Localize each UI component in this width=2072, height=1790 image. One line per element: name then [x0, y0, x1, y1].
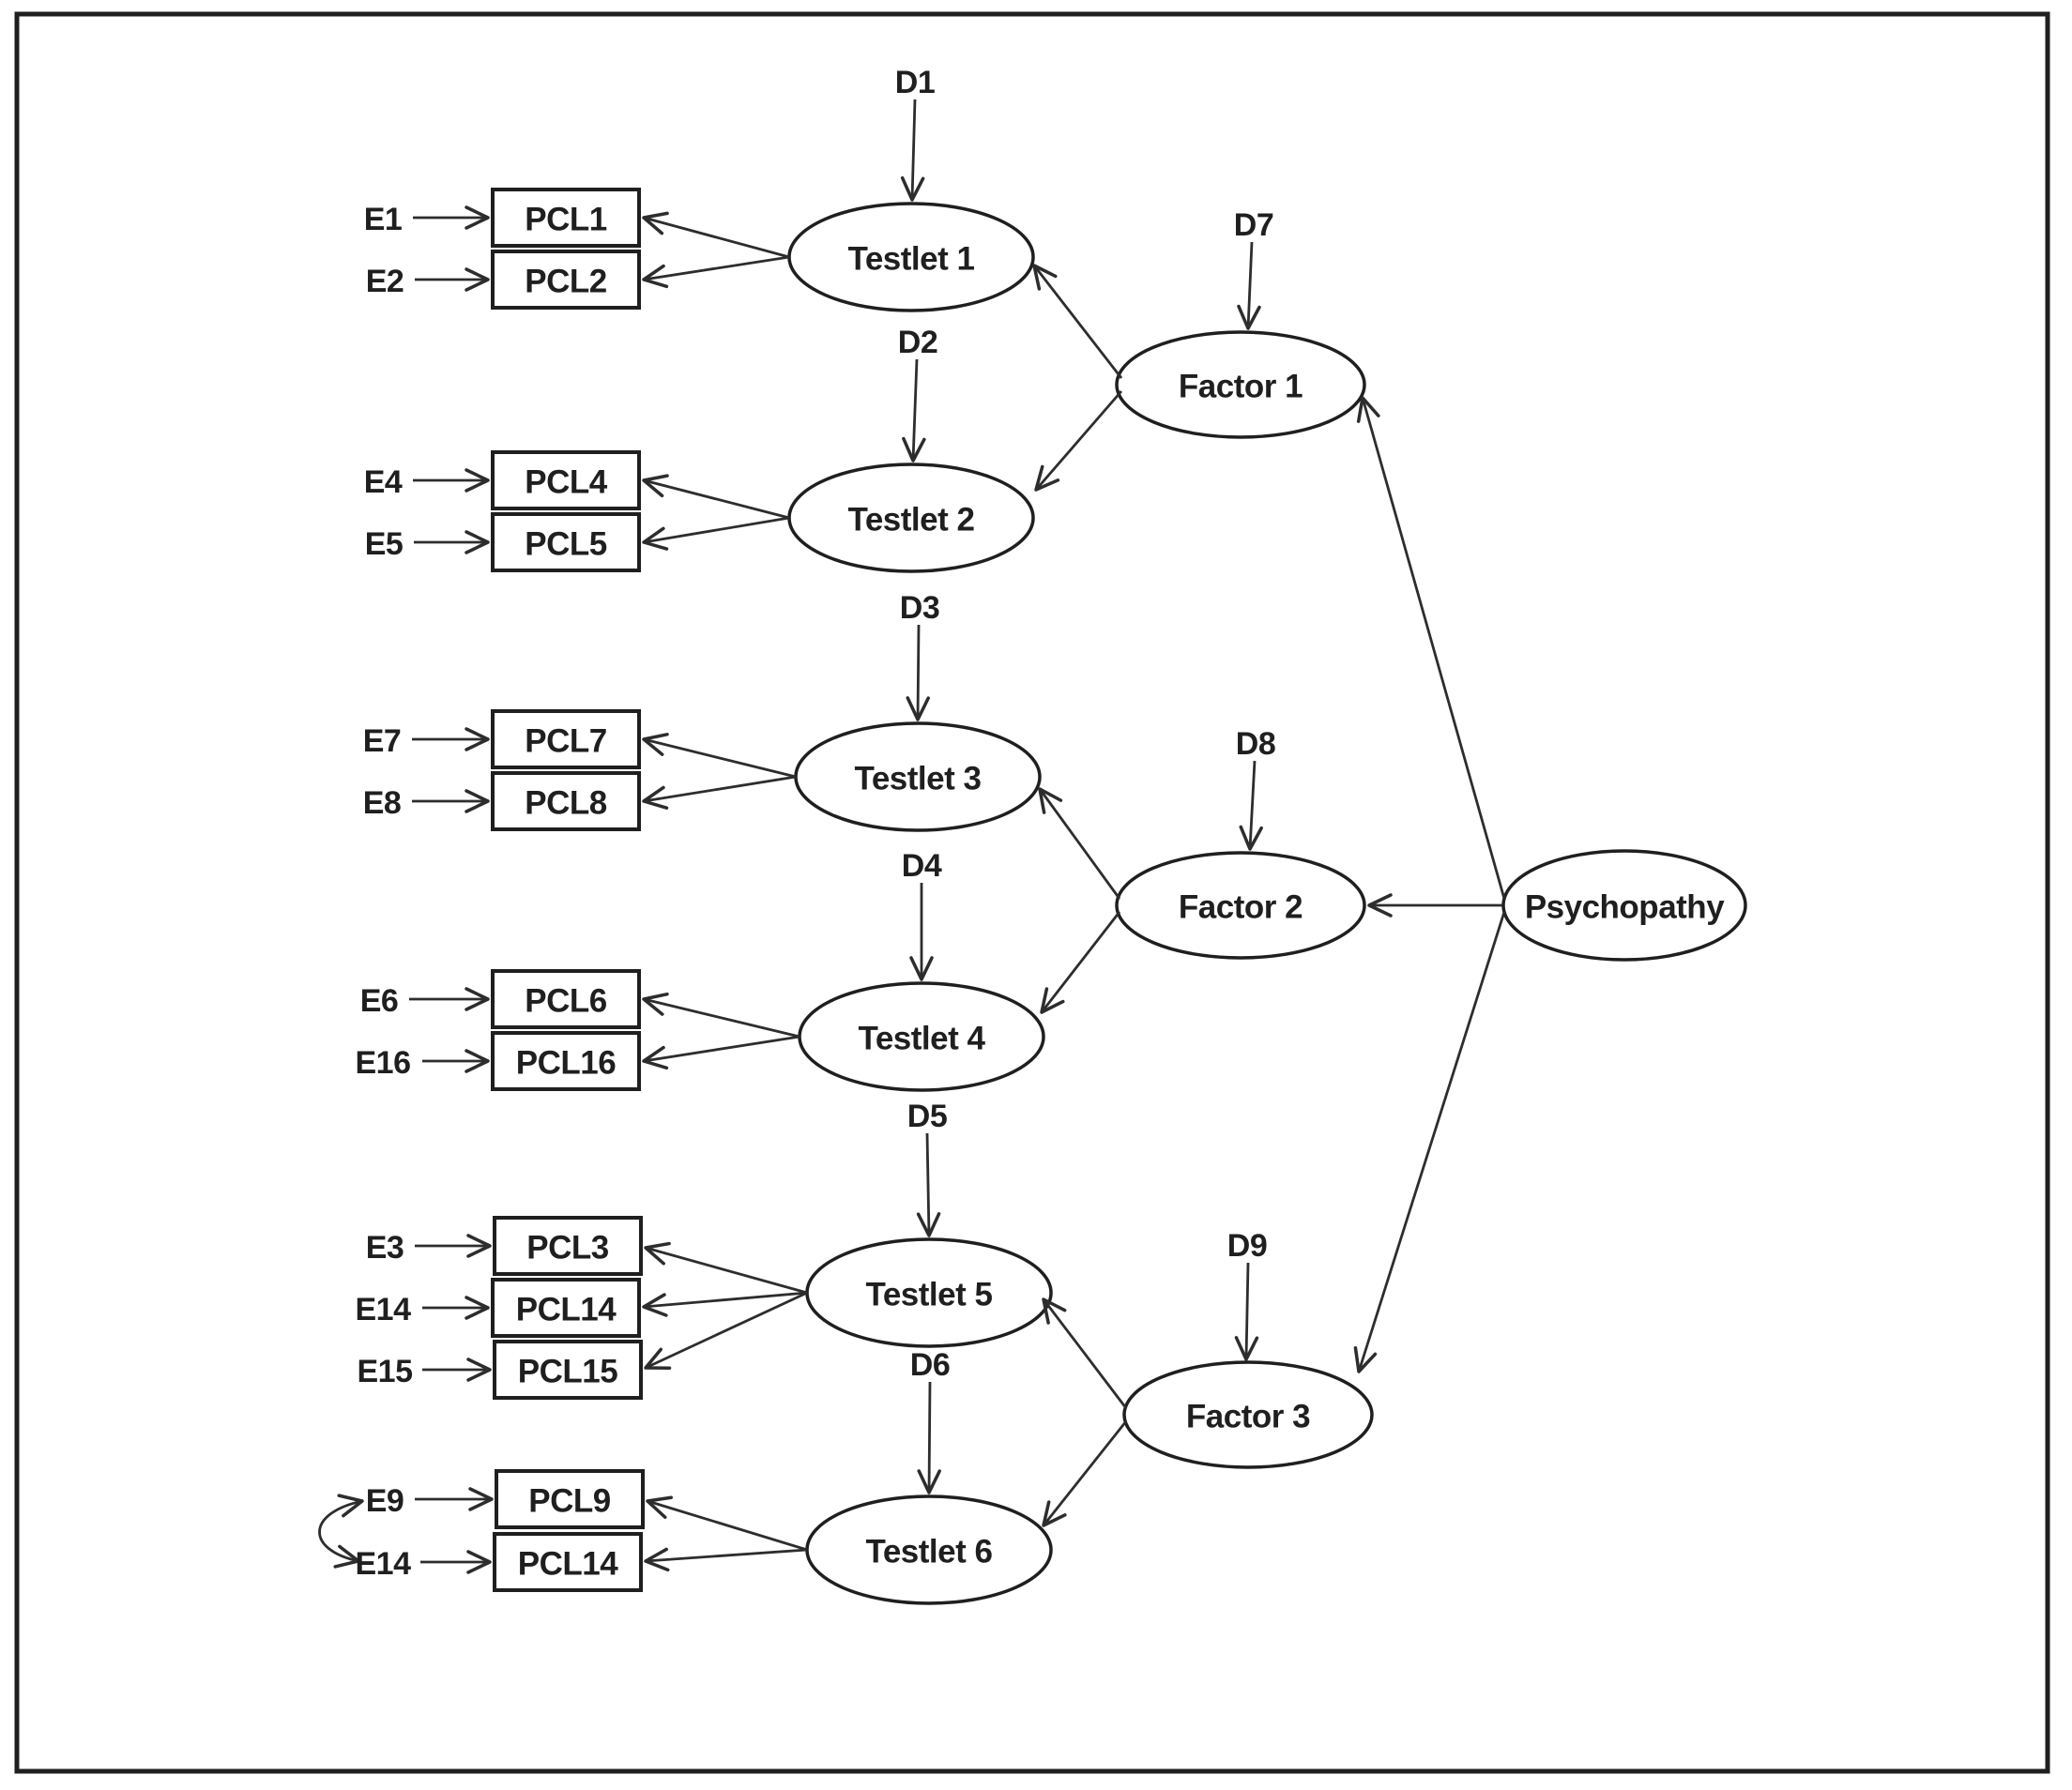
indicator-box-pcl15	[493, 1340, 643, 1400]
latent-label-psychopathy: Psychopathy	[1525, 889, 1725, 926]
arrow-testlet1-to-pcl1	[642, 211, 790, 259]
arrow-testlet2-to-pcl4	[642, 474, 790, 520]
diagram-border	[14, 11, 2050, 1774]
disturbance-label-d6: D6	[910, 1347, 950, 1383]
indicator-label-pcl16: PCL16	[516, 1045, 616, 1082]
error-label-e8: E8	[363, 785, 402, 821]
disturbance-label-d1: D1	[895, 65, 935, 100]
disturbance-label-d9: D9	[1227, 1228, 1267, 1264]
indicator-box-pcl16	[491, 1031, 641, 1091]
arrow-d3-to-testlet3	[906, 624, 930, 721]
error-label-e7: E7	[363, 723, 402, 759]
indicator-label-pcl8: PCL8	[525, 785, 607, 822]
arrow-testlet5-to-pcl14	[642, 1291, 808, 1317]
indicator-box-pcl4	[491, 450, 641, 510]
indicator-label-pcl2: PCL2	[525, 264, 607, 300]
arrow-factor2-to-testlet4	[1040, 911, 1121, 1014]
error-label-e14a: E14	[356, 1292, 412, 1327]
latent-label-testlet-4: Testlet 4	[859, 1021, 986, 1057]
arrow-testlet5-to-pcl15	[644, 1291, 808, 1371]
latent-ellipse-factor-2	[1115, 851, 1366, 960]
error-label-e9: E9	[366, 1483, 404, 1519]
indicator-label-pcl14b: PCL14	[518, 1546, 618, 1583]
indicator-box-pcl14a	[491, 1278, 641, 1338]
latent-label-testlet-1: Testlet 1	[848, 241, 975, 278]
path-arrows	[318, 99, 1506, 1574]
error-label-e14b: E14	[356, 1546, 412, 1582]
covariance-e9-e14-covariance	[318, 1494, 364, 1569]
arrow-factor3-to-testlet6	[1042, 1420, 1128, 1527]
arrow-testlet2-to-pcl5	[642, 516, 790, 551]
arrow-d1-to-testlet1	[900, 99, 925, 202]
arrow-testlet3-to-pcl8	[642, 775, 797, 810]
arrow-factor1-to-testlet1	[1032, 264, 1123, 379]
arrow-factor1-to-testlet2	[1034, 390, 1123, 492]
indicator-label-pcl1: PCL1	[525, 202, 607, 238]
latent-ellipse-psychopathy	[1501, 849, 1747, 962]
disturbance-label-d5: D5	[907, 1099, 947, 1134]
indicator-box-pcl3	[493, 1216, 643, 1276]
arrow-factor2-to-testlet3	[1038, 787, 1121, 900]
indicator-label-pcl5: PCL5	[525, 526, 607, 563]
indicator-label-pcl9: PCL9	[528, 1483, 611, 1520]
arrow-testlet4-to-pcl16	[642, 1035, 800, 1070]
arrow-d2-to-testlet2	[902, 358, 926, 463]
latent-label-factor-3: Factor 3	[1186, 1399, 1310, 1435]
indicator-label-pcl3: PCL3	[526, 1230, 609, 1267]
latent-ellipse-factor-3	[1122, 1360, 1374, 1469]
indicator-label-pcl15: PCL15	[518, 1354, 617, 1390]
disturbance-label-d4: D4	[902, 848, 942, 884]
disturbance-label-d3: D3	[900, 590, 939, 626]
indicator-label-pcl14a: PCL14	[516, 1292, 617, 1328]
arrow-d8-to-factor2	[1239, 760, 1263, 851]
arrow-psychopathy-to-factor3	[1353, 911, 1506, 1373]
arrow-testlet3-to-pcl7	[642, 733, 797, 779]
arrow-testlet1-to-pcl2	[642, 255, 790, 289]
arrow-d9-to-factor3	[1234, 1262, 1259, 1361]
error-label-e4: E4	[364, 464, 403, 500]
indicator-box-pcl1	[491, 188, 641, 248]
indicator-label-pcl7: PCL7	[525, 723, 606, 760]
indicator-box-pcl8	[491, 771, 641, 831]
arrow-d6-to-testlet6	[917, 1381, 941, 1494]
error-label-e1: E1	[364, 202, 403, 237]
arrow-d5-to-testlet5	[916, 1132, 941, 1237]
latent-label-factor-1: Factor 1	[1179, 369, 1303, 405]
arrow-testlet6-to-pcl14	[644, 1547, 808, 1572]
indicator-label-pcl6: PCL6	[525, 983, 607, 1020]
error-label-e16: E16	[356, 1045, 411, 1081]
indicator-box-pcl14b	[493, 1532, 643, 1592]
text-labels: Testlet 1 Testlet 2 Testlet 3 Testlet 4 Test…	[356, 65, 1726, 1583]
error-label-e5: E5	[365, 526, 404, 562]
error-label-e3: E3	[366, 1230, 404, 1266]
disturbance-label-d7: D7	[1234, 207, 1273, 243]
indicator-box-pcl9	[495, 1469, 645, 1529]
arrow-testlet4-to-pcl6	[642, 992, 800, 1039]
arrow-factor3-to-testlet5	[1042, 1297, 1128, 1409]
indicator-label-pcl4: PCL4	[525, 464, 608, 501]
latent-label-factor-2: Factor 2	[1179, 889, 1303, 926]
latent-label-testlet-6: Testlet 6	[866, 1534, 993, 1570]
arrow-d7-to-factor1	[1237, 241, 1261, 330]
error-label-e15: E15	[358, 1354, 413, 1389]
error-label-e6: E6	[360, 983, 399, 1019]
indicator-box-pcl5	[491, 512, 641, 572]
latent-label-testlet-3: Testlet 3	[855, 761, 982, 797]
indicator-box-pcl7	[491, 709, 641, 769]
indicator-box-pcl2	[491, 250, 641, 310]
latent-label-testlet-5: Testlet 5	[866, 1277, 993, 1313]
arrow-testlet6-to-pcl9	[646, 1495, 808, 1552]
latent-label-testlet-2: Testlet 2	[848, 502, 975, 539]
arrow-testlet5-to-pcl3	[644, 1241, 808, 1295]
arrow-psychopathy-to-factor1	[1356, 396, 1506, 900]
disturbance-label-d8: D8	[1236, 726, 1275, 762]
indicator-box-pcl6	[491, 969, 641, 1029]
error-label-e2: E2	[366, 264, 404, 299]
node-shapes	[491, 188, 1747, 1605]
latent-ellipse-factor-1	[1115, 330, 1366, 439]
disturbance-label-d2: D2	[898, 325, 937, 360]
